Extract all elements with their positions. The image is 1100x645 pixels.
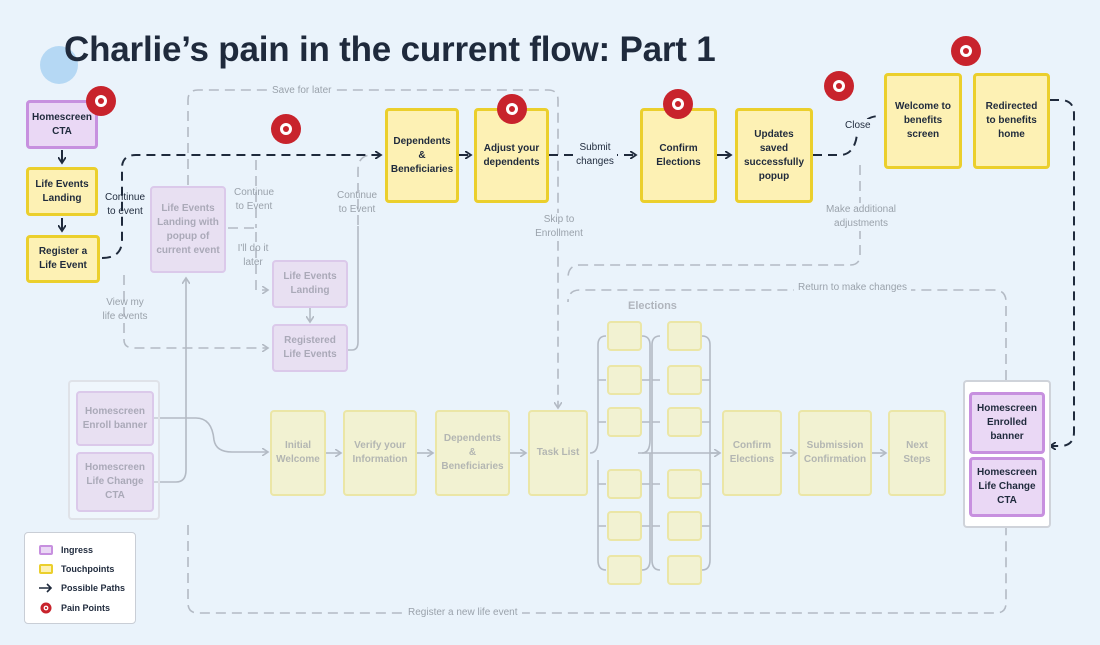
pain-point-marker	[824, 71, 854, 101]
legend-label: Ingress	[61, 545, 94, 555]
node-verify-information: Verify your Information	[343, 410, 417, 496]
legend-item-possible-paths: Possible Paths	[39, 583, 125, 593]
node-label: Dependents & Beneficiaries	[390, 135, 454, 175]
election-cell	[667, 511, 702, 541]
pain-point-marker	[951, 36, 981, 66]
node-initial-welcome: Initial Welcome	[270, 410, 326, 496]
node-redirected-home: Redirected to benefits home	[973, 73, 1050, 169]
node-label: Dependents & Beneficiaries	[441, 433, 504, 472]
node-dependents-beneficiaries-2: Dependents & Beneficiaries	[435, 410, 510, 496]
label-continue-to-event: Continue to event	[104, 192, 146, 217]
node-landing-with-popup: Life Events Landing with popup of curren…	[150, 186, 226, 273]
node-label: Next Steps	[903, 440, 931, 465]
label-view-my-life-events: View my life events	[102, 297, 148, 322]
decorative-blob	[40, 46, 78, 84]
pain-point-marker	[663, 89, 693, 119]
node-life-change-cta-left: Homescreen Life Change CTA	[76, 452, 154, 512]
label-continue-to-event-3: Continue to Event	[336, 190, 378, 215]
election-cell	[667, 555, 702, 585]
page-title: Charlie’s pain in the current flow: Part…	[64, 30, 716, 69]
node-label: Task List	[536, 447, 580, 458]
election-cell	[667, 407, 702, 437]
node-updates-saved-popup: Updates saved successfully popup	[735, 108, 813, 203]
label-ill-do-it-later: I'll do it later	[237, 243, 269, 268]
election-cell	[667, 321, 702, 351]
node-label: Life Events Landing	[283, 271, 337, 296]
node-label: Homescreen Enroll banner	[82, 405, 148, 431]
legend-label: Possible Paths	[61, 583, 126, 593]
label-continue-to-event-2: Continue to Event	[233, 187, 275, 212]
node-label: Confirm Elections	[729, 440, 775, 465]
node-label: Registered Life Events	[283, 335, 337, 360]
node-next-steps: Next Steps	[888, 410, 946, 496]
legend-item-touchpoints: Touchpoints	[39, 564, 114, 574]
election-cell	[607, 365, 642, 395]
node-dependents-beneficiaries: Dependents & Beneficiaries	[385, 108, 459, 203]
node-label: Verify your Information	[352, 440, 408, 465]
node-confirm-elections-2: Confirm Elections	[722, 410, 782, 496]
node-label: Register a Life Event	[38, 246, 88, 271]
arrow-icon	[39, 583, 53, 593]
node-label: Homescreen CTA	[31, 111, 93, 137]
node-enrolled-banner: Homescreen Enrolled banner	[969, 392, 1045, 454]
node-label: Life Events Landing with popup of curren…	[156, 202, 220, 256]
label-save-for-later: Save for later	[268, 84, 336, 98]
node-label: Welcome to benefits screen	[895, 101, 951, 140]
pain-point-icon	[40, 602, 52, 614]
node-life-events-landing: Life Events Landing	[26, 167, 98, 216]
election-cell	[667, 365, 702, 395]
node-register-life-event: Register a Life Event	[26, 235, 100, 283]
label-register-new-life-event: Register a new life event	[404, 606, 522, 620]
pain-point-marker	[497, 94, 527, 124]
label-skip-to-enrollment: Skip to Enrollment	[530, 213, 588, 241]
legend-label: Pain Points	[61, 603, 111, 613]
election-cell	[607, 469, 642, 499]
label-return-to-make-changes: Return to make changes	[794, 281, 911, 295]
node-task-list: Task List	[528, 410, 588, 496]
legend-item-pain-points: Pain Points	[39, 602, 110, 614]
node-enroll-banner: Homescreen Enroll banner	[76, 391, 154, 446]
node-label: Updates saved successfully popup	[743, 128, 805, 182]
node-life-events-landing-2: Life Events Landing	[272, 260, 348, 308]
election-cell	[607, 555, 642, 585]
node-label: Submission Confirmation	[803, 440, 867, 465]
election-cell	[667, 469, 702, 499]
ingress-swatch-icon	[39, 545, 53, 555]
label-close: Close	[843, 119, 873, 133]
legend-item-ingress: Ingress	[39, 545, 93, 555]
node-submission-confirmation: Submission Confirmation	[798, 410, 872, 496]
node-homescreen-cta: Homescreen CTA	[26, 100, 98, 149]
pain-point-marker	[271, 114, 301, 144]
label-submit-changes: Submit changes	[573, 141, 617, 169]
election-cell	[607, 407, 642, 437]
node-label: Confirm Elections	[656, 142, 701, 168]
node-label: Homescreen Enrolled banner	[976, 403, 1038, 442]
label-make-additional-adjustments: Make additional adjustments	[822, 203, 900, 231]
touchpoint-swatch-icon	[39, 564, 53, 574]
pain-point-marker	[86, 86, 116, 116]
election-cell	[607, 511, 642, 541]
node-confirm-elections: Confirm Elections	[640, 108, 717, 203]
elections-title: Elections	[628, 300, 677, 312]
election-cell	[607, 321, 642, 351]
node-label: Homescreen Life Change CTA	[84, 462, 146, 501]
node-label: Homescreen Life Change CTA	[976, 467, 1038, 506]
legend-label: Touchpoints	[61, 564, 115, 574]
node-label: Redirected to benefits home	[985, 101, 1038, 140]
node-label: Life Events Landing	[35, 178, 89, 204]
node-life-change-cta: Homescreen Life Change CTA	[969, 457, 1045, 517]
node-label: Initial Welcome	[276, 440, 320, 465]
legend: Ingress Touchpoints Possible Paths Pain …	[24, 532, 136, 624]
node-label: Adjust your dependents	[483, 142, 540, 168]
node-registered-life-events: Registered Life Events	[272, 324, 348, 372]
node-welcome-benefits: Welcome to benefits screen	[884, 73, 962, 169]
